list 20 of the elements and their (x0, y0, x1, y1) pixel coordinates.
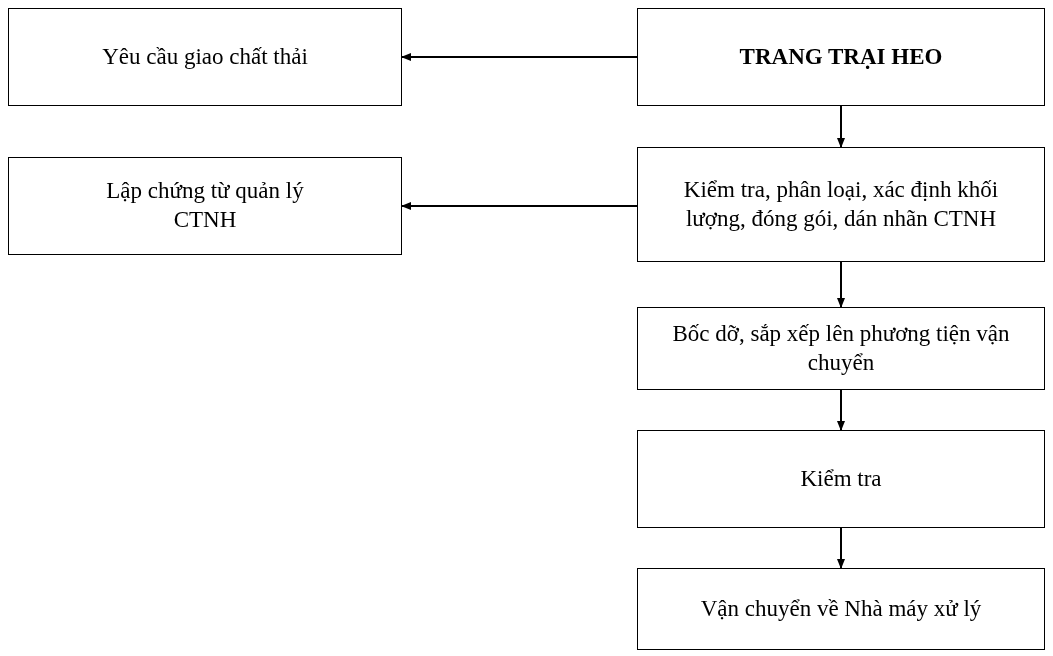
arrow (837, 389, 845, 431)
step-text: Yêu cầu giao chất thải (102, 42, 308, 71)
process-box (637, 568, 1045, 650)
step-text: Vận chuyển về Nhà máy xử lý (700, 594, 982, 623)
arrow (837, 527, 845, 569)
step-text: Kiểm tra (800, 464, 882, 493)
process-box (637, 147, 1045, 262)
step-text: Bốc dỡ, sắp xếp lên phương tiện vận chuyển (671, 319, 1011, 377)
step-text: Lập chứng từ quản lý CTNH (105, 177, 305, 234)
arrow (837, 261, 845, 308)
arrow (837, 105, 845, 148)
title-text: TRANG TRẠI HEO (739, 42, 943, 71)
arrow (401, 53, 638, 61)
process-box (8, 8, 402, 106)
process-box (8, 157, 402, 255)
title-box (637, 8, 1045, 106)
process-box (637, 307, 1045, 390)
arrow (401, 202, 638, 210)
step-text: Kiểm tra, phân loại, xác định khối lượng, đóng gói, dán nhãn CTNH (682, 175, 1000, 233)
process-box (637, 430, 1045, 528)
